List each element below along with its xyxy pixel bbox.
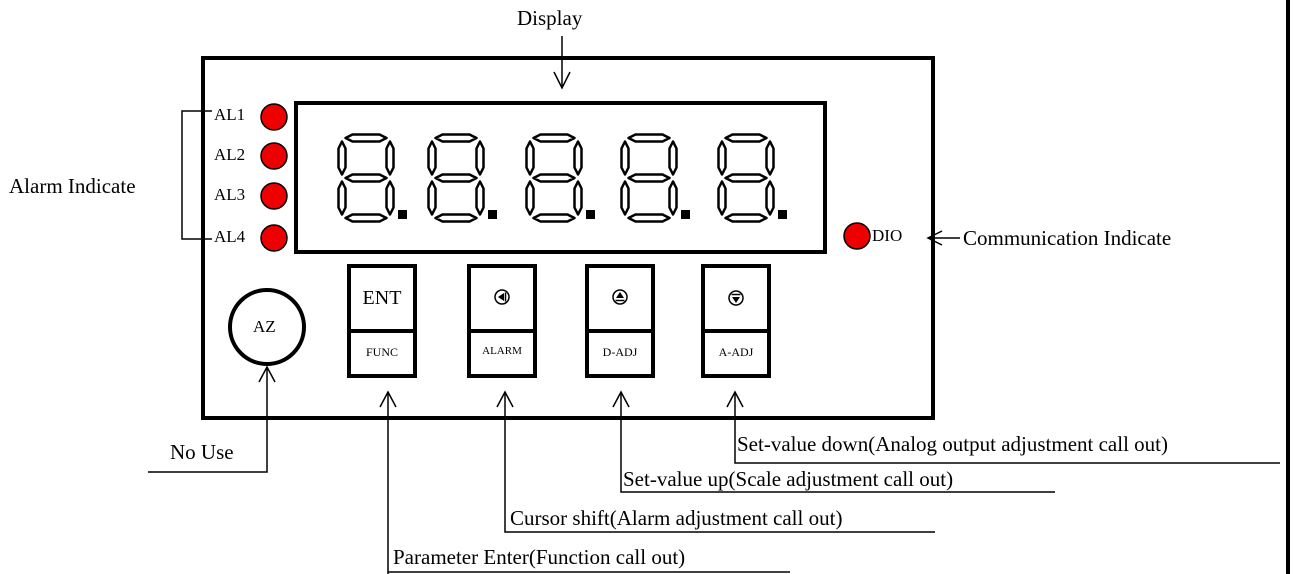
digit-3 bbox=[525, 133, 595, 223]
al1-label: AL1 bbox=[214, 105, 246, 124]
dadj-label: D-ADJ bbox=[602, 345, 638, 359]
display-label: Display bbox=[517, 6, 583, 30]
no-use-label: No Use bbox=[170, 440, 234, 464]
comm-arrow bbox=[926, 230, 960, 246]
alarm-indicate-label: Alarm Indicate bbox=[9, 174, 136, 198]
display-arrow bbox=[553, 36, 571, 90]
up-arrow-icon bbox=[612, 289, 628, 305]
al2-label: AL2 bbox=[214, 145, 246, 164]
digit-5 bbox=[717, 133, 787, 223]
leader-lines bbox=[148, 365, 1280, 574]
alarm-bracket bbox=[181, 110, 212, 240]
func-label: FUNC bbox=[365, 345, 398, 359]
decimal-point bbox=[778, 210, 787, 219]
aadj-button[interactable] bbox=[703, 266, 769, 376]
display-window bbox=[294, 101, 827, 254]
dio-led bbox=[843, 222, 871, 250]
dio-label: DIO bbox=[872, 226, 903, 245]
decimal-point bbox=[681, 210, 690, 219]
digit-2 bbox=[427, 133, 497, 223]
func-button[interactable] bbox=[349, 266, 415, 376]
al4-label: AL4 bbox=[214, 227, 246, 246]
dadj-button[interactable] bbox=[587, 266, 653, 376]
al3-led bbox=[260, 182, 288, 210]
al2-led bbox=[260, 142, 288, 170]
al1-led bbox=[260, 103, 288, 131]
decimal-point bbox=[398, 210, 407, 219]
down-arrow-icon bbox=[728, 290, 744, 306]
communication-indicate-label: Communication Indicate bbox=[963, 226, 1172, 250]
az-label: AZ bbox=[253, 317, 276, 336]
set-value-up-label: Set-value up(Scale adjustment call out) bbox=[623, 467, 954, 491]
al4-led bbox=[260, 224, 288, 252]
alarm-button[interactable] bbox=[469, 266, 535, 376]
decimal-point bbox=[488, 210, 497, 219]
al3-label: AL3 bbox=[214, 185, 246, 204]
right-edge-bar bbox=[1286, 0, 1290, 574]
ent-label: ENT bbox=[362, 287, 402, 309]
func-button-shape bbox=[347, 264, 417, 378]
dadj-button-shape bbox=[585, 264, 655, 378]
aadj-button-shape bbox=[701, 264, 771, 378]
az-button[interactable] bbox=[230, 290, 304, 364]
alarm-button-shape bbox=[467, 264, 537, 378]
decimal-point bbox=[586, 210, 595, 219]
digit-1 bbox=[337, 133, 407, 223]
alarm-label: ALARM bbox=[482, 345, 522, 357]
digit-4 bbox=[620, 133, 690, 223]
set-value-down-label: Set-value down(Analog output adjustment … bbox=[737, 432, 1168, 456]
seven-segment-display bbox=[337, 133, 787, 223]
left-arrow-icon bbox=[494, 289, 510, 305]
cursor-shift-label: Cursor shift(Alarm adjustment call out) bbox=[510, 506, 843, 530]
aadj-label: A-ADJ bbox=[718, 345, 754, 359]
az-button-shape bbox=[228, 288, 306, 366]
parameter-enter-label: Parameter Enter(Function call out) bbox=[393, 545, 686, 569]
